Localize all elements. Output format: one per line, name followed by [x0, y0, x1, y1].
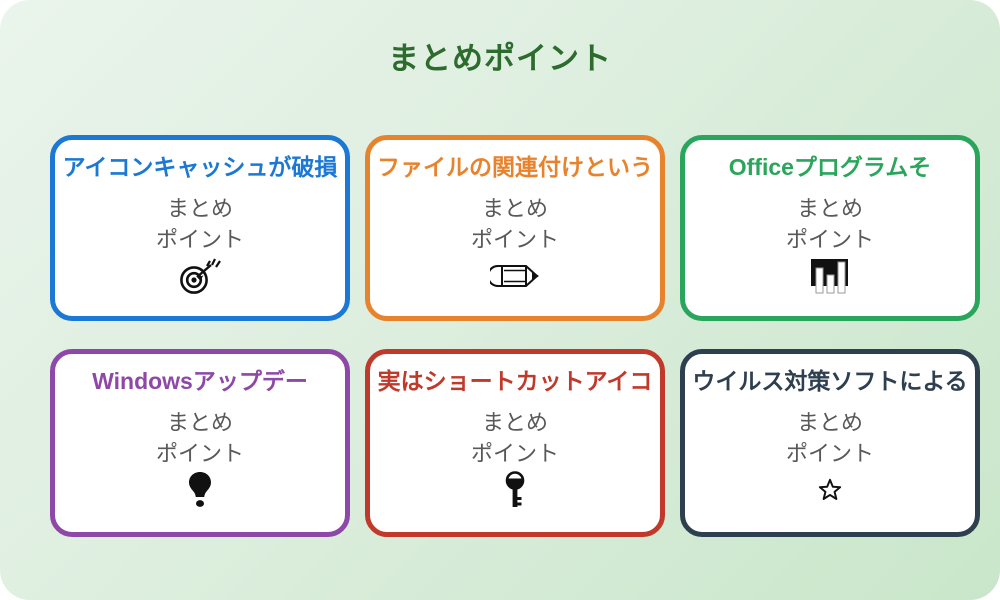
summary-card-file-association: ファイルの関連付けという まとめ ポイント — [365, 135, 665, 321]
star-icon — [817, 471, 843, 509]
bar-chart-icon — [810, 257, 850, 295]
card-subtitle: まとめ ポイント — [785, 409, 874, 467]
summary-card-office-program: Officeプログラムそ まとめ ポイント — [680, 135, 980, 321]
card-subtitle: まとめ ポイント — [155, 195, 244, 253]
card-title: Officeプログラムそ — [728, 154, 932, 180]
summary-card-icon-cache: アイコンキャッシュが破損 まとめ ポイント — [50, 135, 350, 321]
card-subtitle: まとめ ポイント — [785, 195, 874, 253]
card-title: Windowsアップデー — [92, 368, 308, 394]
page-title: まとめポイント — [388, 41, 612, 76]
card-subtitle: まとめ ポイント — [470, 409, 559, 467]
lightbulb-icon — [187, 471, 213, 509]
card-title: ウイルス対策ソフトによる — [692, 368, 968, 394]
card-subtitle: まとめ ポイント — [470, 195, 559, 253]
card-title: ファイルの関連付けという — [377, 154, 653, 180]
card-title: 実はショートカットアイコ — [377, 368, 653, 394]
target-dart-icon — [177, 257, 223, 295]
pencil-icon — [490, 257, 540, 295]
card-subtitle: まとめ ポイント — [155, 409, 244, 467]
cards-grid: アイコンキャッシュが破損 まとめ ポイント — [0, 78, 1000, 537]
summary-card-antivirus: ウイルス対策ソフトによる まとめ ポイント — [680, 349, 980, 537]
card-title: アイコンキャッシュが破損 — [62, 154, 338, 180]
summary-card-shortcut: 実はショートカットアイコ まとめ ポイント — [365, 349, 665, 537]
key-icon — [504, 471, 526, 509]
summary-card-windows-update: Windowsアップデー まとめ ポイント — [50, 349, 350, 537]
